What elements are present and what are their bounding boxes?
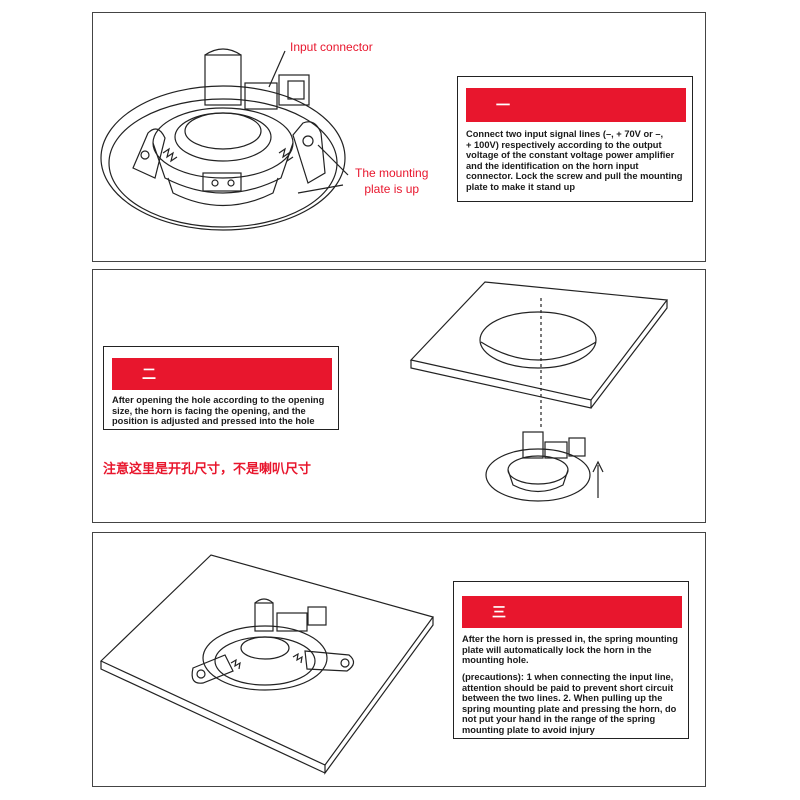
text-line: spring mounting plate and pressing the h… <box>462 703 677 714</box>
step-1-number-bar: 一 <box>466 88 686 122</box>
text-line: position is adjusted and pressed into th… <box>112 416 315 427</box>
step-2-panel: 二 After opening the hole according to th… <box>92 269 706 523</box>
callout-line-1: The mounting <box>355 166 429 180</box>
step-3-number-bar: 三 <box>462 596 682 628</box>
text-line: mounting hole. <box>462 655 529 666</box>
installed-speaker-illustration <box>99 554 434 775</box>
hole-size-note: 注意这里是开孔尺寸，不是喇叭尺寸 <box>103 461 312 476</box>
text-line: and the identification on the horn input <box>466 160 639 171</box>
text-line: not put your hand in the range of the sp… <box>462 714 656 725</box>
text-line: After opening the hole according to the … <box>112 395 325 405</box>
text-line: size, the horn is facing the opening, an… <box>112 405 306 416</box>
step-1-panel: Input connector The mounting plate is up… <box>92 12 706 262</box>
text-line: After the horn is pressed in, the spring… <box>462 634 678 644</box>
step-2-number-bar: 二 <box>112 358 332 390</box>
input-connector-callout: Input connector <box>290 40 373 54</box>
ceiling-hole-illustration <box>409 281 669 502</box>
text-line: (precautions): 1 when connecting the inp… <box>462 672 674 682</box>
step-2-description: After opening the hole according to the … <box>112 395 337 427</box>
step-3-panel: 三 After the horn is pressed in, the spri… <box>92 532 706 787</box>
text-line: plate to make it stand up <box>466 181 575 192</box>
text-line: mounting plate to avoid injury <box>462 724 595 735</box>
step-2-textbox: 二 After opening the hole according to th… <box>103 346 339 430</box>
text-line: between the two lines. 2. When pulling u… <box>462 693 663 704</box>
text-line: attention should be paid to prevent shor… <box>462 682 674 693</box>
text-line: connector. Lock the screw and pull the m… <box>466 171 683 182</box>
text-line: Connect two input signal lines (–, + 70V… <box>466 129 664 139</box>
callout-line-2: plate is up <box>364 182 420 196</box>
step-1-description: Connect two input signal lines (–, + 70V… <box>466 129 691 193</box>
text-line: plate will automatically lock the horn i… <box>462 644 652 655</box>
speaker-front-illustration <box>100 48 349 231</box>
step-3-textbox: 三 After the horn is pressed in, the spri… <box>453 581 689 739</box>
step-3-precautions: (precautions): 1 when connecting the inp… <box>462 672 688 736</box>
mounting-plate-callout: The mounting plate is up <box>355 165 428 197</box>
text-line: + 100V) respectively according to the ou… <box>466 139 662 150</box>
text-line: voltage of the constant voltage power am… <box>466 150 675 161</box>
step-1-textbox: 一 Connect two input signal lines (–, + 7… <box>457 76 693 202</box>
step-3-description: After the horn is pressed in, the spring… <box>462 634 688 666</box>
